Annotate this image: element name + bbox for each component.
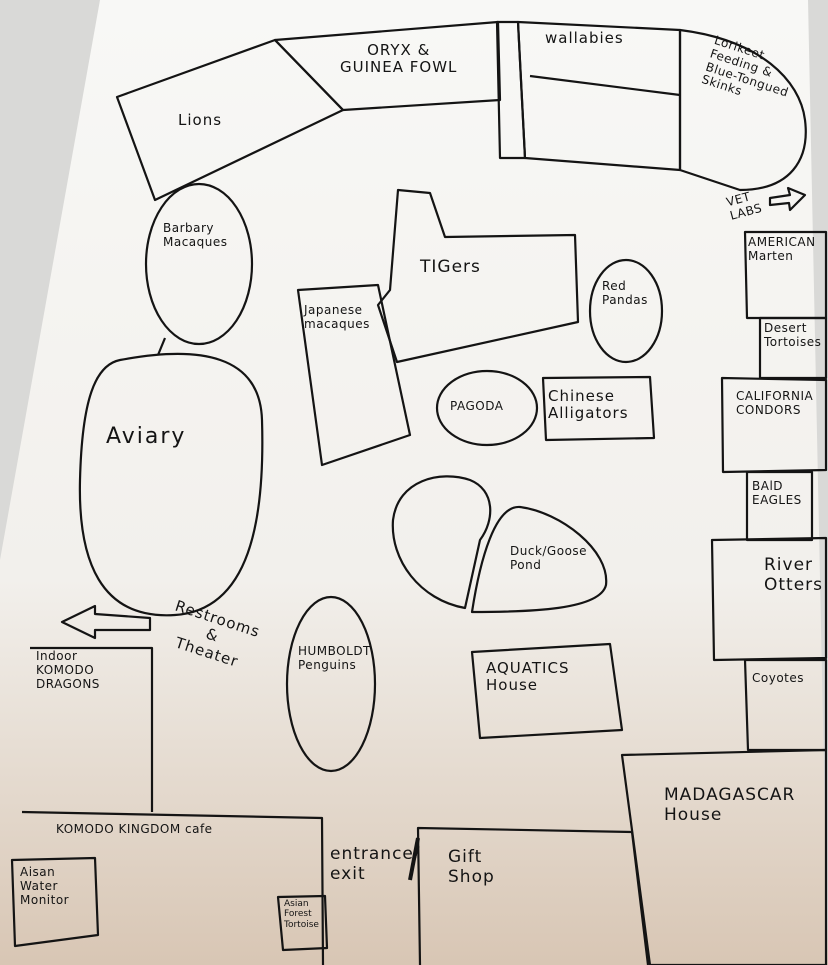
label-entrance-exit[interactable]: entrance/ exit <box>330 844 421 884</box>
aviary-enclosure <box>78 352 264 617</box>
california-condors-enclosure <box>720 376 828 474</box>
alligators-enclosure <box>541 375 656 442</box>
vet-labs-arrow <box>768 186 807 212</box>
komodo-enclosure <box>30 646 154 812</box>
river-otters-enclosure <box>710 536 828 662</box>
lorikeet-enclosure <box>678 28 807 192</box>
label-gift-shop[interactable]: Gift Shop <box>448 847 495 887</box>
forest-tortoise-enclosure <box>276 894 329 952</box>
desert-tortoises-enclosure <box>758 316 828 380</box>
duck-goose-pond <box>470 505 608 614</box>
water-monitor-enclosure <box>10 856 100 948</box>
label-river-otters[interactable]: River Otters <box>764 555 824 595</box>
label-tigers[interactable]: TIGers <box>420 257 481 277</box>
label-humboldt[interactable]: HUMBOLDT Penguins <box>298 644 371 672</box>
label-water-monitor[interactable]: Aisan Water Monitor <box>20 865 70 907</box>
tigers-enclosure <box>376 188 580 364</box>
pagoda-enclosure <box>435 369 539 447</box>
cafe-building <box>21 810 325 965</box>
label-japanese-macaques[interactable]: Japanese macaques <box>304 303 370 331</box>
label-red-pandas[interactable]: Red Pandas <box>602 279 648 307</box>
barbary-enclosure <box>144 182 254 346</box>
gift-shop <box>416 826 650 965</box>
label-madagascar[interactable]: MADAGASCAR House <box>664 785 796 825</box>
red-pandas-enclosure <box>588 258 664 364</box>
label-barbary[interactable]: Barbary Macaques <box>163 221 228 249</box>
oryx-enclosure <box>273 20 502 112</box>
restrooms-arrow <box>60 604 152 640</box>
label-california-condors[interactable]: CALIFORNIA CONDORS <box>736 389 814 417</box>
humboldt-enclosure <box>285 595 377 773</box>
label-aviary[interactable]: Aviary <box>106 424 187 449</box>
label-american-marten[interactable]: AMERICAN Marten <box>748 235 816 263</box>
label-bald-eagles[interactable]: BAlD EAGLES <box>752 479 802 507</box>
label-wallabies[interactable]: wallabies <box>545 29 624 47</box>
label-cafe[interactable]: KOMODO KINGDOM cafe <box>56 822 213 836</box>
label-aquatics[interactable]: AQUATICS House <box>486 659 570 695</box>
label-chinese-alligators[interactable]: Chinese Alligators <box>548 387 629 423</box>
japanese-macaques-enclosure <box>296 283 412 467</box>
divider <box>529 74 681 97</box>
label-oryx[interactable]: ORYX & GUINEA FOWL <box>340 41 458 77</box>
label-desert-tortoises[interactable]: Desert Tortoises <box>764 321 822 349</box>
label-lions[interactable]: Lions <box>178 111 223 129</box>
label-coyotes[interactable]: Coyotes <box>752 671 805 685</box>
aquatics-house <box>470 642 624 740</box>
bald-eagles-enclosure <box>745 470 814 542</box>
pond-left <box>391 475 492 610</box>
label-pagoda[interactable]: PAGODA <box>450 399 504 413</box>
label-duck-goose-pond[interactable]: Duck/Goose Pond <box>510 544 588 572</box>
label-komodo[interactable]: Indoor KOMODO DRAGONS <box>36 649 100 691</box>
label-forest-tortoise[interactable]: Asian Forest Tortoise <box>284 899 319 930</box>
